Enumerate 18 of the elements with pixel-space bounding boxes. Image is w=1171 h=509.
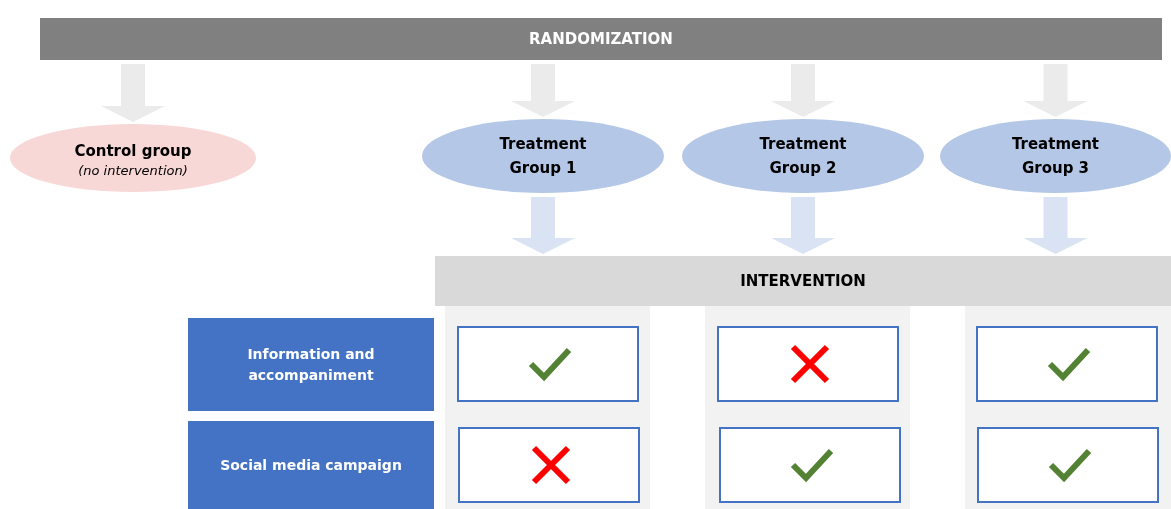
result-cell — [977, 427, 1159, 503]
row-header: Social media campaign — [188, 421, 434, 509]
group-label: Control group — [74, 140, 192, 162]
group-label: Treatment Group 1 — [498, 134, 588, 179]
section-band: INTERVENTION — [435, 256, 1171, 306]
block-arrow — [511, 197, 575, 254]
block-arrow — [1023, 197, 1088, 254]
header-bar: RANDOMIZATION — [40, 18, 1162, 60]
group-label: Treatment Group 3 — [1010, 134, 1101, 179]
group-note: (no intervention) — [78, 162, 188, 178]
group-label: Treatment Group 2 — [758, 134, 848, 179]
row-header: Information and accompaniment — [188, 318, 434, 411]
result-cell — [717, 326, 899, 402]
result-cell — [457, 326, 639, 402]
result-cell — [976, 326, 1158, 402]
result-cell — [719, 427, 901, 503]
result-cell — [458, 427, 640, 503]
block-arrow — [771, 197, 835, 254]
